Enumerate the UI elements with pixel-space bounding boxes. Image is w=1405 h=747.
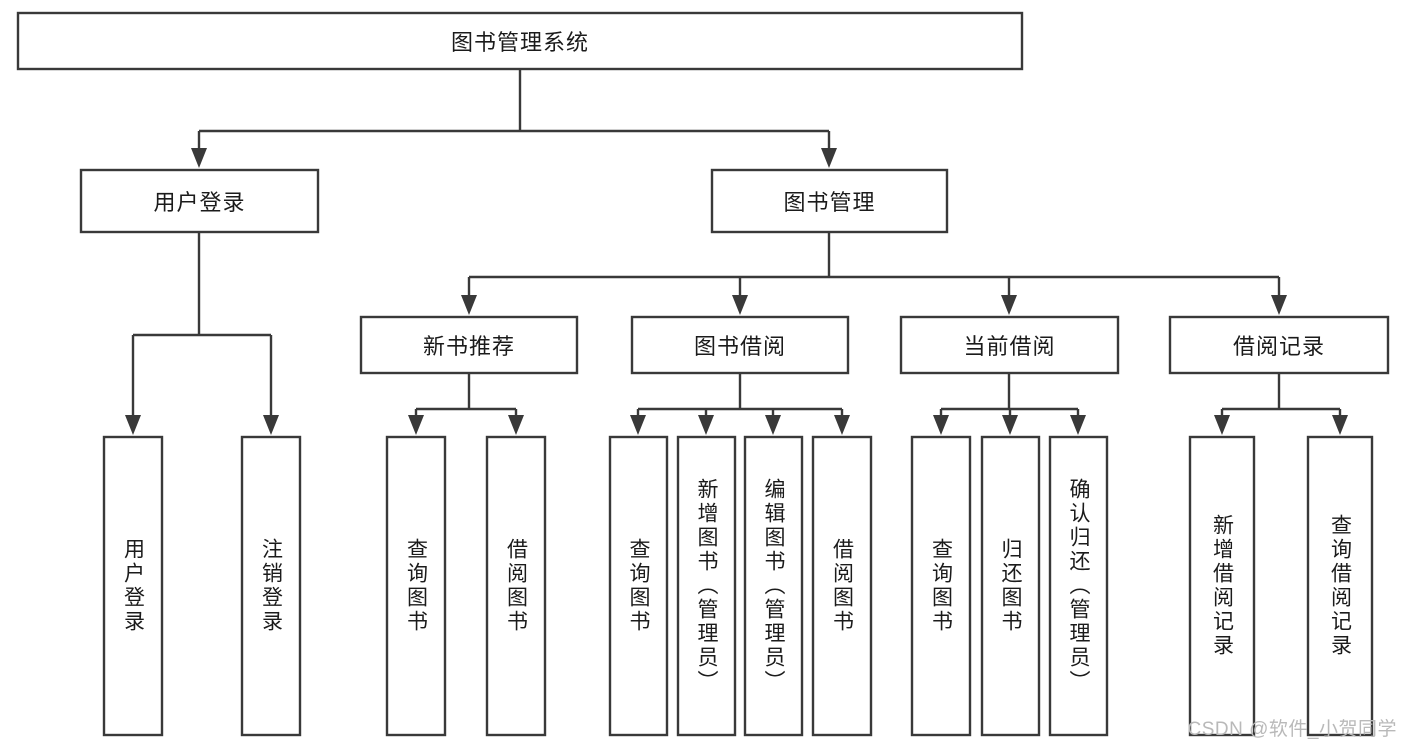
level2-node[interactable]	[710, 168, 949, 234]
level2-box[interactable]	[710, 168, 949, 234]
connector-group	[125, 232, 279, 435]
leaf-node[interactable]	[608, 435, 669, 737]
leaf-box[interactable]	[102, 435, 164, 737]
connector-group	[408, 373, 524, 435]
leaf-node[interactable]	[1188, 435, 1256, 737]
leaf-box[interactable]	[743, 435, 804, 737]
level3-node[interactable]	[1168, 315, 1390, 375]
level2-box[interactable]	[79, 168, 320, 234]
level3-box[interactable]	[1168, 315, 1390, 375]
leaf-box[interactable]	[910, 435, 972, 737]
connector-group	[461, 232, 1287, 315]
leaf-node[interactable]	[485, 435, 547, 737]
root-box[interactable]	[16, 11, 1024, 71]
connector-group	[933, 373, 1086, 435]
level2-node[interactable]	[79, 168, 320, 234]
leaf-node[interactable]	[910, 435, 972, 737]
connector-group	[191, 69, 837, 168]
level3-box[interactable]	[899, 315, 1120, 375]
leaf-node[interactable]	[385, 435, 447, 737]
leaf-box[interactable]	[676, 435, 737, 737]
leaf-box[interactable]	[811, 435, 873, 737]
leaf-node[interactable]	[811, 435, 873, 737]
connector-group	[1214, 373, 1348, 435]
leaf-box[interactable]	[385, 435, 447, 737]
leaf-node[interactable]	[980, 435, 1041, 737]
leaf-node[interactable]	[240, 435, 302, 737]
leaf-box[interactable]	[485, 435, 547, 737]
leaf-box[interactable]	[608, 435, 669, 737]
root-node[interactable]	[16, 11, 1024, 71]
leaf-node[interactable]	[1306, 435, 1374, 737]
leaf-box[interactable]	[1048, 435, 1109, 737]
connector-group	[630, 373, 850, 435]
leaf-node[interactable]	[1048, 435, 1109, 737]
leaf-box[interactable]	[980, 435, 1041, 737]
leaf-node[interactable]	[102, 435, 164, 737]
leaf-node[interactable]	[676, 435, 737, 737]
level3-node[interactable]	[359, 315, 579, 375]
leaf-box[interactable]	[1188, 435, 1256, 737]
leaf-box[interactable]	[240, 435, 302, 737]
level3-box[interactable]	[630, 315, 850, 375]
leaf-box[interactable]	[1306, 435, 1374, 737]
level3-box[interactable]	[359, 315, 579, 375]
level3-node[interactable]	[630, 315, 850, 375]
leaf-node[interactable]	[743, 435, 804, 737]
level3-node[interactable]	[899, 315, 1120, 375]
